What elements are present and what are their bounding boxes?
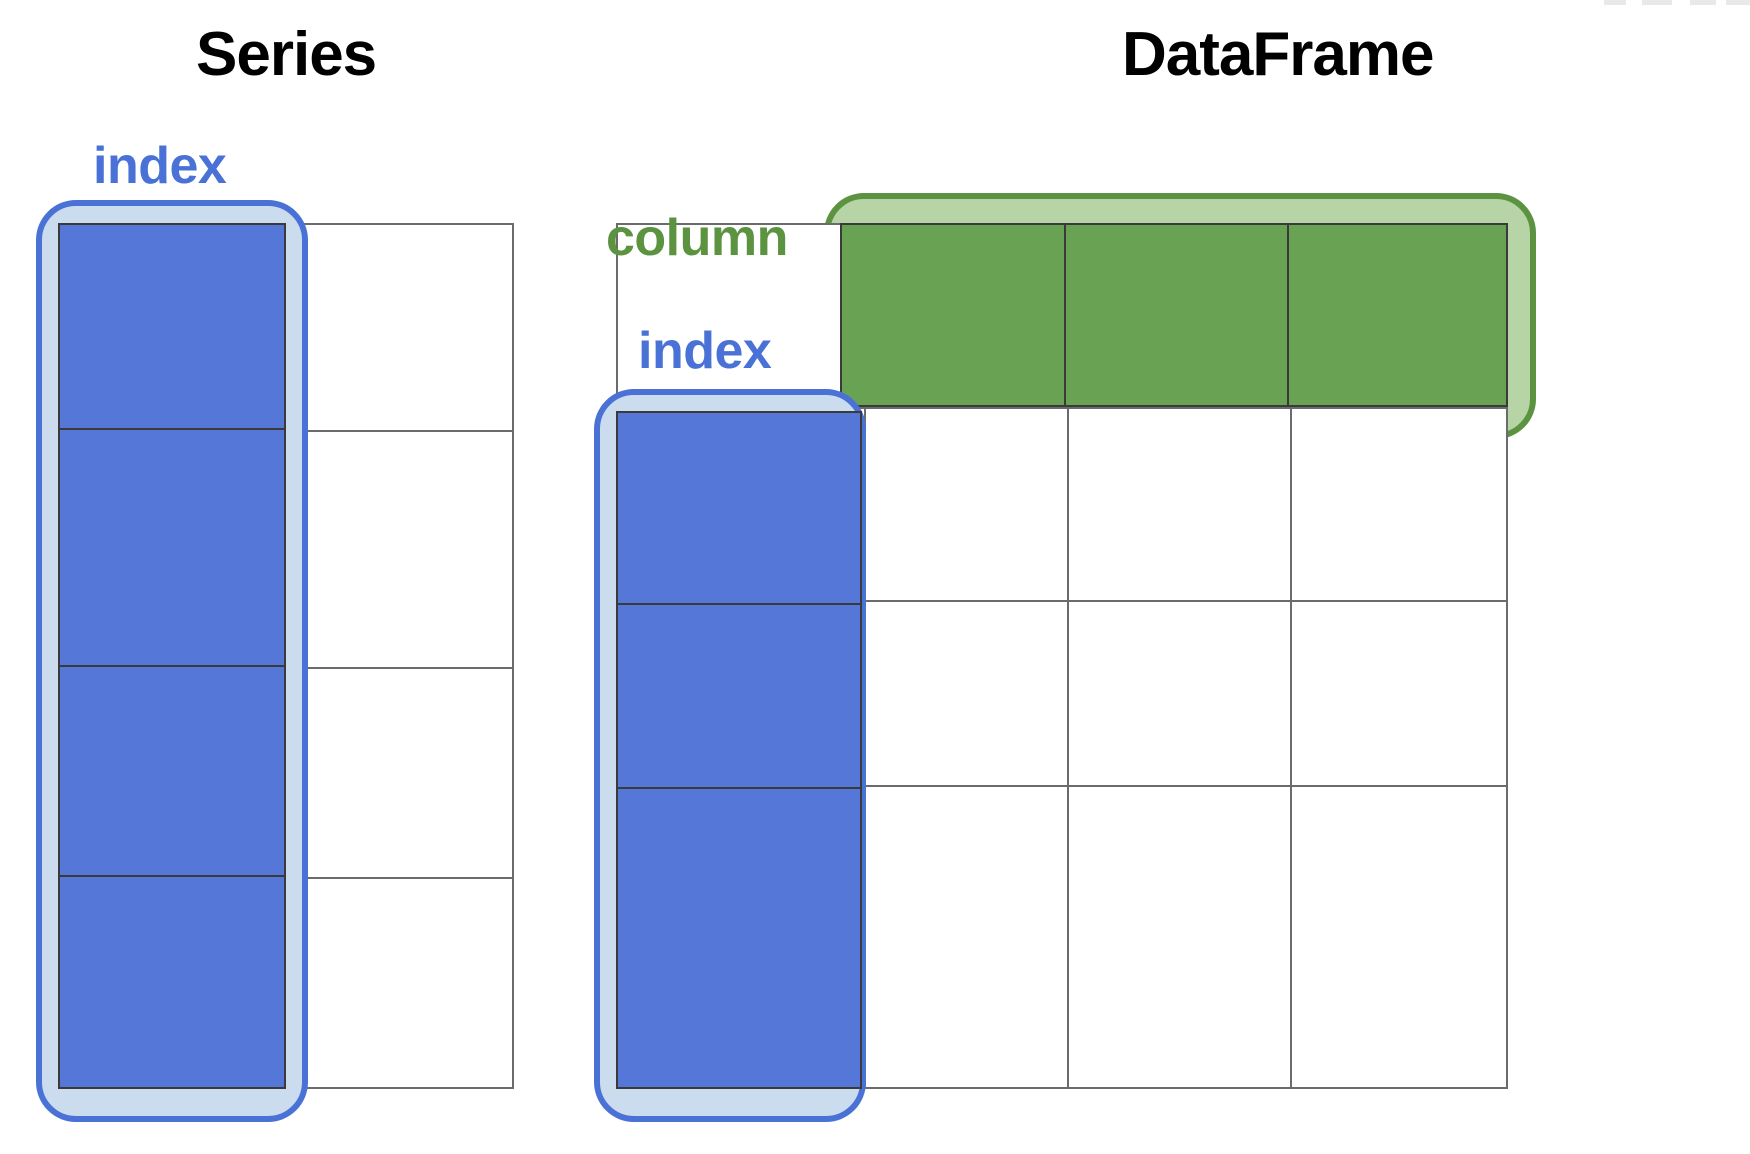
dataframe-column-cell [1064, 223, 1289, 407]
dataframe-row-divider [618, 785, 1506, 787]
series-index-cell [58, 875, 286, 1089]
scan-artifact [1604, 0, 1626, 5]
series-index-label: index [93, 137, 227, 195]
dataframe-title: DataFrame [1122, 20, 1434, 89]
series-index-cell [58, 665, 286, 877]
dataframe-row-divider [618, 600, 1506, 602]
series-index-cell [58, 223, 286, 430]
dataframe-column-divider [1067, 225, 1069, 1087]
dataframe-column-cell [1287, 223, 1508, 407]
dataframe-index-label: index [638, 322, 772, 380]
dataframe-column-divider [1290, 225, 1292, 1087]
scan-artifact [1726, 0, 1750, 5]
dataframe-index-cell [616, 603, 862, 789]
scan-artifact [1642, 0, 1672, 5]
dataframe-column-cell [840, 223, 1066, 407]
dataframe-index-cell [616, 787, 862, 1089]
dataframe-index-cell [616, 411, 862, 605]
scan-artifact [1690, 0, 1716, 5]
series-title: Series [196, 20, 377, 89]
dataframe-row-divider [618, 407, 1506, 409]
dataframe-column-label: column [606, 209, 788, 267]
series-index-cell [58, 428, 286, 667]
